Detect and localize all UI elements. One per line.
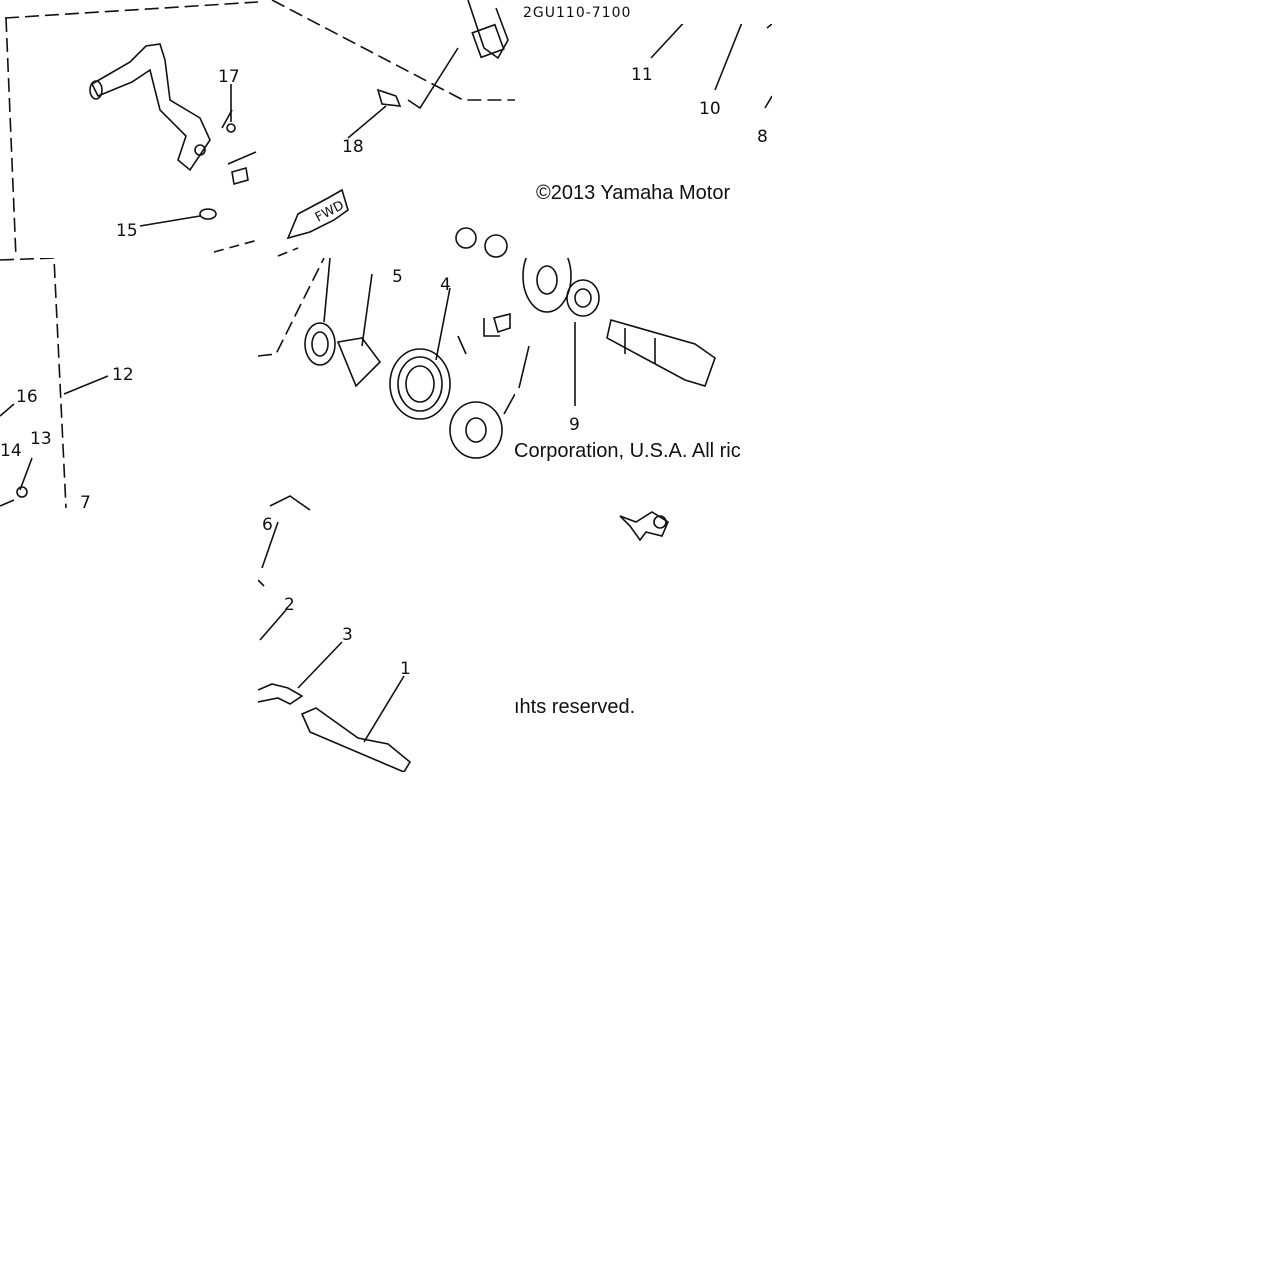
tile-center: 5 4	[258, 258, 515, 474]
copyright-line-3: ıhts reserved.	[514, 696, 636, 718]
callout-11: 11	[631, 65, 653, 85]
tile-top-middle: 2GU110-7100 FWD 18	[258, 0, 515, 258]
tile-top-left: 17 15	[0, 0, 258, 258]
callout-2: 2	[284, 595, 295, 615]
callout-9: 9	[569, 415, 580, 435]
callout-6: 6	[262, 515, 273, 535]
copyright-line-2: Corporation, U.S.A. All ric	[514, 440, 741, 462]
shift-pedal-drawing: 17 15	[4, 1, 258, 258]
callout-8: 8	[757, 127, 768, 147]
callout-1: 1	[400, 659, 411, 679]
tile-top-right: 11 10 8	[515, 24, 772, 174]
gear-shaft-drawing: 9	[518, 258, 716, 435]
callout-4: 4	[440, 275, 451, 295]
callout-7: 7	[80, 493, 91, 513]
kick-spring-drawing: 5 4	[258, 258, 515, 459]
callout-13: 13	[30, 429, 52, 449]
copyright-line-1: ©2013 Yamaha Motor	[536, 182, 731, 204]
callout-17: 17	[218, 67, 240, 87]
callout-5: 5	[392, 267, 403, 287]
part-code-text: 2GU110-7100	[523, 5, 631, 21]
tile-middle-left: 12 16 13 14 7	[0, 258, 258, 515]
washer-drawing: 11 10 8	[631, 24, 772, 147]
tile-bottom-center: 6 2 3 1	[258, 492, 515, 772]
callout-16: 16	[16, 387, 38, 407]
callout-10: 10	[699, 99, 721, 119]
part-code-overlay: 2GU110-7100	[523, 5, 631, 21]
callout-15: 15	[116, 221, 138, 241]
cover-drawing: 12 16 13 14 7	[0, 258, 134, 513]
callout-14: 14	[0, 441, 22, 461]
fragment-bottom-right	[619, 511, 670, 542]
callout-3: 3	[342, 625, 353, 645]
tile-middle-right: 9	[515, 258, 772, 438]
callout-18: 18	[342, 137, 364, 157]
kick-arm-drawing: 2GU110-7100 FWD 18	[271, 0, 515, 258]
callout-12: 12	[112, 365, 134, 385]
kick-shaft-drawing: 6 2 3 1	[258, 495, 412, 772]
